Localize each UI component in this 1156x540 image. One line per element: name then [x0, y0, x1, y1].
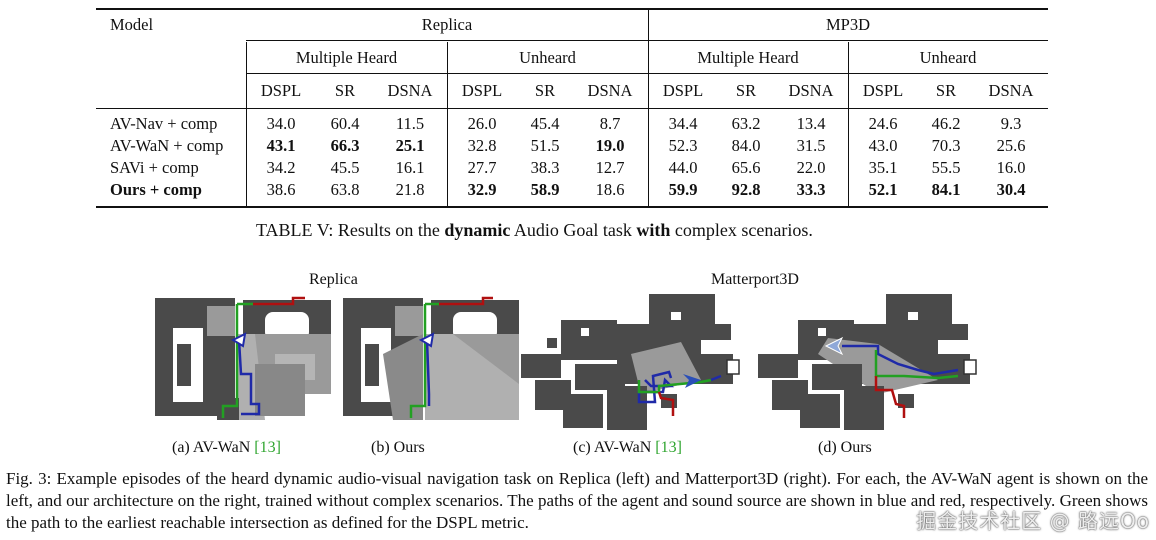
header-setting: Unheard — [919, 48, 977, 67]
table-cell: 11.5 — [395, 114, 425, 133]
watermark: 掘金技术社区 @ 路远Oo — [916, 509, 1150, 533]
table-cell: 59.9 — [668, 180, 698, 199]
header-metric: DSNA — [788, 81, 834, 100]
table-cell: 92.8 — [731, 180, 761, 199]
citation-link[interactable]: [13] — [655, 439, 682, 456]
table-cell: 55.5 — [931, 158, 961, 177]
table-cell: 30.4 — [996, 180, 1026, 199]
table-cell: 58.9 — [530, 180, 560, 199]
header-setting: Unheard — [519, 48, 576, 67]
table-cell: 38.3 — [530, 158, 560, 177]
table-cell: 16.1 — [395, 158, 425, 177]
table-cell: 66.3 — [330, 136, 360, 155]
header-setting: Multiple Heard — [295, 48, 398, 67]
table-cell: 34.0 — [266, 114, 296, 133]
header-metric: SR — [534, 81, 556, 100]
table-cell: 31.5 — [796, 136, 826, 155]
header-metric: DSNA — [587, 81, 633, 100]
row-model-name: AV-Nav + comp — [110, 114, 218, 133]
table-cell: 8.7 — [599, 114, 621, 133]
table-cell: 27.7 — [467, 158, 497, 177]
table-cell: 34.2 — [266, 158, 296, 177]
header-setting: Multiple Heard — [697, 48, 799, 67]
table-cell: 26.0 — [467, 114, 497, 133]
table-cell: 19.0 — [595, 136, 625, 155]
table-cell: 32.9 — [467, 180, 497, 199]
table-cell: 45.5 — [330, 158, 360, 177]
table-cell: 43.1 — [266, 136, 296, 155]
map-panel-c — [521, 294, 753, 434]
header-metric: DSPL — [662, 81, 704, 100]
table-cell: 21.8 — [395, 180, 425, 199]
table-cell: 60.4 — [330, 114, 360, 133]
header-dataset-replica: Replica — [421, 15, 473, 34]
header-metric: DSPL — [260, 81, 302, 100]
header-metric: DSNA — [387, 81, 433, 100]
table-cell: 25.1 — [395, 136, 425, 155]
header-metric: SR — [735, 81, 757, 100]
row-model-name: AV-WaN + comp — [110, 136, 224, 155]
table-cell: 25.6 — [996, 136, 1026, 155]
row-model-name: SAVi + comp — [110, 158, 199, 177]
table-cell: 12.7 — [595, 158, 625, 177]
map-panel-b — [343, 294, 519, 430]
map-panel-d — [758, 294, 990, 434]
table-cell: 46.2 — [931, 114, 961, 133]
table-cell: 52.3 — [668, 136, 698, 155]
table-cell: 70.3 — [931, 136, 961, 155]
header-metric: SR — [334, 81, 356, 100]
header-metric: DSNA — [988, 81, 1034, 100]
map-panel-a — [155, 294, 331, 430]
table-cell: 38.6 — [266, 180, 296, 199]
header-metric: DSPL — [461, 81, 503, 100]
table-cell: 44.0 — [668, 158, 698, 177]
table-cell: 65.6 — [731, 158, 761, 177]
table-cell: 34.4 — [668, 114, 698, 133]
table-cell: 84.0 — [731, 136, 761, 155]
figure-group-title-replica: Replica — [309, 271, 358, 288]
table-cell: 13.4 — [796, 114, 826, 133]
table-cell: 43.0 — [868, 136, 898, 155]
table-cell: 35.1 — [868, 158, 898, 177]
figure-caption: Fig. 3: Example episodes of the heard dy… — [6, 469, 1148, 532]
figure-group-title-matterport: Matterport3D — [711, 271, 799, 288]
table-cell: 9.3 — [1000, 114, 1022, 133]
subcaption-d: (d) Ours — [818, 439, 872, 456]
table-cell: 33.3 — [796, 180, 826, 199]
table-cell: 63.2 — [731, 114, 761, 133]
row-model-name: Ours + comp — [110, 180, 202, 199]
table-cell: 63.8 — [330, 180, 360, 199]
subcaption-c: (c) AV-WaN [13] — [573, 439, 682, 456]
header-model: Model — [110, 15, 154, 34]
table-caption: TABLE V: Results on the dynamic Audio Go… — [256, 220, 813, 240]
table-cell: 45.4 — [530, 114, 560, 133]
citation-link[interactable]: [13] — [254, 439, 281, 456]
header-metric: DSPL — [862, 81, 904, 100]
header-dataset-mp3d: MP3D — [825, 15, 870, 34]
table-cell: 52.1 — [868, 180, 898, 199]
table-cell: 84.1 — [931, 180, 961, 199]
subcaption-a: (a) AV-WaN [13] — [172, 439, 281, 456]
subcaption-b: (b) Ours — [371, 439, 425, 456]
header-metric: SR — [935, 81, 957, 100]
table-cell: 32.8 — [467, 136, 497, 155]
table-cell: 51.5 — [530, 136, 560, 155]
table-cell: 16.0 — [996, 158, 1026, 177]
table-cell: 24.6 — [868, 114, 898, 133]
table-cell: 22.0 — [796, 158, 826, 177]
table-cell: 18.6 — [595, 180, 625, 199]
